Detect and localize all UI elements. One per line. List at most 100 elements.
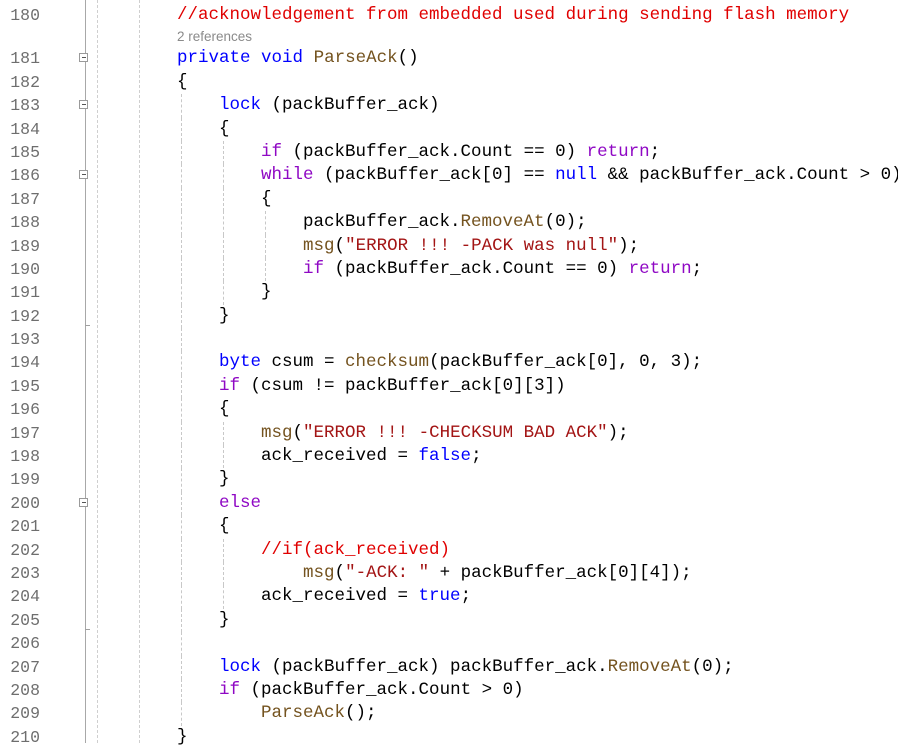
- code-text[interactable]: }: [177, 468, 230, 491]
- code-token: );: [607, 422, 629, 443]
- indent-guide: [181, 328, 182, 352]
- collapse-icon[interactable]: [79, 100, 88, 110]
- references-link[interactable]: 2 references: [177, 29, 253, 45]
- fold-end-marker: [85, 629, 90, 631]
- string-token: "-ACK: ": [345, 562, 430, 583]
- code-text[interactable]: else: [177, 492, 261, 515]
- code-text[interactable]: if (packBuffer_ack.Count == 0) return;: [177, 258, 702, 281]
- code-text[interactable]: ack_received = true;: [177, 585, 471, 608]
- keyword-token: null: [555, 165, 598, 186]
- code-text[interactable]: msg("ERROR !!! -CHECKSUM BAD ACK");: [177, 422, 629, 445]
- code-text[interactable]: {: [177, 188, 272, 211]
- control-keyword-token: return: [628, 258, 692, 279]
- code-text[interactable]: if (packBuffer_ack.Count > 0): [177, 679, 524, 702]
- line-number: 184: [10, 119, 40, 139]
- code-text[interactable]: {: [177, 398, 230, 421]
- line-number: 201: [10, 517, 40, 537]
- collapse-icon[interactable]: [79, 53, 88, 63]
- code-text[interactable]: private void ParseAck(): [177, 47, 419, 70]
- code-token: (0);: [544, 212, 587, 233]
- code-text[interactable]: //acknowledgement from embedded used dur…: [177, 4, 849, 27]
- code-line: 198 ack_received = false;: [0, 445, 898, 469]
- code-line: 199 }: [0, 468, 898, 492]
- indent-guide: [265, 257, 266, 282]
- indent-guide: [223, 257, 224, 282]
- line-number: 204: [10, 587, 40, 607]
- collapse-icon[interactable]: [79, 170, 88, 180]
- code-line: 191 }: [0, 281, 898, 305]
- code-token: (): [397, 48, 419, 69]
- code-text[interactable]: {: [177, 515, 230, 538]
- line-number: 183: [10, 96, 40, 116]
- keyword-token: true: [418, 586, 461, 607]
- code-text[interactable]: {: [177, 71, 188, 94]
- method-token: msg: [261, 422, 293, 443]
- code-editor[interactable]: 180//acknowledgement from embedded used …: [0, 4, 898, 749]
- code-text[interactable]: while (packBuffer_ack[0] == null && pack…: [177, 164, 898, 187]
- indent-guide: [223, 140, 224, 165]
- code-line: 194 byte csum = checksum(packBuffer_ack[…: [0, 351, 898, 375]
- code-token: (: [334, 235, 346, 256]
- code-token: (csum != packBuffer_ack[0][3]): [240, 375, 566, 396]
- code-text[interactable]: }: [177, 609, 230, 632]
- code-text[interactable]: lock (packBuffer_ack) packBuffer_ack.Rem…: [177, 656, 734, 679]
- line-number: 188: [10, 213, 40, 233]
- code-text[interactable]: msg("ERROR !!! -PACK was null");: [177, 235, 639, 258]
- indent-guide: [181, 140, 182, 165]
- code-text[interactable]: if (packBuffer_ack.Count == 0) return;: [177, 141, 660, 164]
- code-token: + packBuffer_ack[0][4]);: [429, 562, 692, 583]
- code-token: ();: [345, 703, 377, 724]
- line-number: 202: [10, 540, 40, 560]
- code-token: [177, 259, 303, 279]
- collapse-icon[interactable]: [79, 497, 88, 507]
- indent-guide: [265, 234, 266, 258]
- code-line: 200 else: [0, 491, 898, 516]
- indent-guide: [181, 538, 182, 562]
- indent-guide: [223, 281, 224, 305]
- code-text[interactable]: msg("-ACK: " + packBuffer_ack[0][4]);: [177, 562, 692, 585]
- code-text[interactable]: packBuffer_ack.RemoveAt(0);: [177, 211, 587, 234]
- code-token: {: [177, 399, 230, 420]
- code-line: 183 lock (packBuffer_ack): [0, 94, 898, 118]
- code-text[interactable]: ack_received = false;: [177, 445, 482, 468]
- code-text[interactable]: }: [177, 281, 272, 304]
- code-token: ;: [649, 141, 661, 162]
- code-token: [177, 165, 261, 185]
- code-token: {: [177, 118, 230, 139]
- code-text[interactable]: {: [177, 118, 230, 141]
- code-token: (: [334, 562, 346, 583]
- code-line: 189 msg("ERROR !!! -PACK was null");: [0, 234, 898, 258]
- code-text[interactable]: ParseAck();: [177, 702, 377, 725]
- method-token: checksum: [345, 352, 430, 373]
- indent-guide: [181, 702, 182, 726]
- code-token: (packBuffer_ack.Count == 0): [282, 141, 587, 162]
- line-number: 196: [10, 400, 40, 420]
- code-token: }: [177, 282, 272, 303]
- code-line: 205 }: [0, 608, 898, 633]
- indent-guide: [223, 187, 224, 212]
- fold-end-marker: [85, 325, 90, 327]
- code-text[interactable]: lock (packBuffer_ack): [177, 94, 440, 117]
- indent-guide: [223, 421, 224, 446]
- code-line: 192 }: [0, 304, 898, 329]
- indent-guide: [181, 421, 182, 446]
- code-line: 202 //if(ack_received): [0, 538, 898, 562]
- code-text[interactable]: //if(ack_received): [177, 539, 450, 562]
- code-text[interactable]: byte csum = checksum(packBuffer_ack[0], …: [177, 351, 702, 374]
- indent-guide: [181, 281, 182, 305]
- method-token: msg: [303, 562, 335, 583]
- code-text[interactable]: if (csum != packBuffer_ack[0][3]): [177, 375, 566, 398]
- line-number: 182: [10, 72, 40, 92]
- code-text[interactable]: }: [177, 305, 230, 328]
- code-token: (: [292, 422, 304, 443]
- line-number: 186: [10, 166, 40, 186]
- code-text[interactable]: }: [177, 726, 188, 749]
- line-number: 197: [10, 423, 40, 443]
- code-line: 207 lock (packBuffer_ack) packBuffer_ack…: [0, 655, 898, 679]
- method-token: ParseAck: [313, 48, 398, 69]
- keyword-token: false: [418, 446, 472, 467]
- code-token: }: [177, 609, 230, 630]
- indent-guide: [223, 164, 224, 188]
- code-line: 209 ParseAck();: [0, 702, 898, 726]
